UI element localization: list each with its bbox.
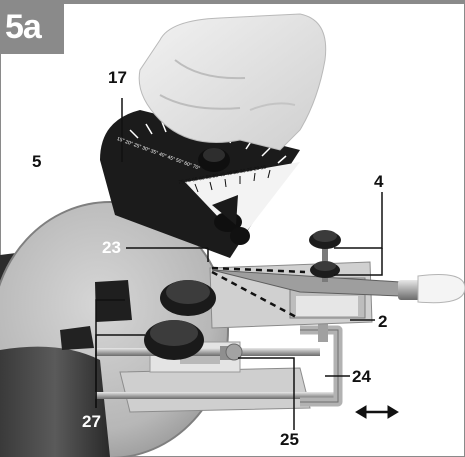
angle-gauge [100,110,300,258]
double-arrow-icon [355,405,399,419]
figure-badge-label: 5a [5,8,42,46]
chisel-ferrule [398,280,420,300]
callout-2: 2 [378,312,388,331]
adjust-screw [225,343,243,361]
leader-lines [95,98,383,430]
knob-upper [160,280,216,316]
callout-23: 23 [102,238,121,257]
guide-rod [95,348,320,356]
angle-lines [211,266,306,320]
callout-24: 24 [352,367,371,386]
rubber-wheel [0,346,110,457]
callout-4: 4 [374,172,384,191]
knob-lower [144,320,204,360]
figure-badge: 5a [0,0,64,54]
hand [138,13,327,151]
callout-5: 5 [32,152,42,171]
callout-27: 27 [82,412,101,431]
callout-17: 17 [108,68,127,87]
callout-25: 25 [280,430,299,449]
upper-knob [309,230,341,266]
chisel-handle [417,274,465,304]
lower-knob [310,260,340,282]
base-plate [119,367,311,413]
